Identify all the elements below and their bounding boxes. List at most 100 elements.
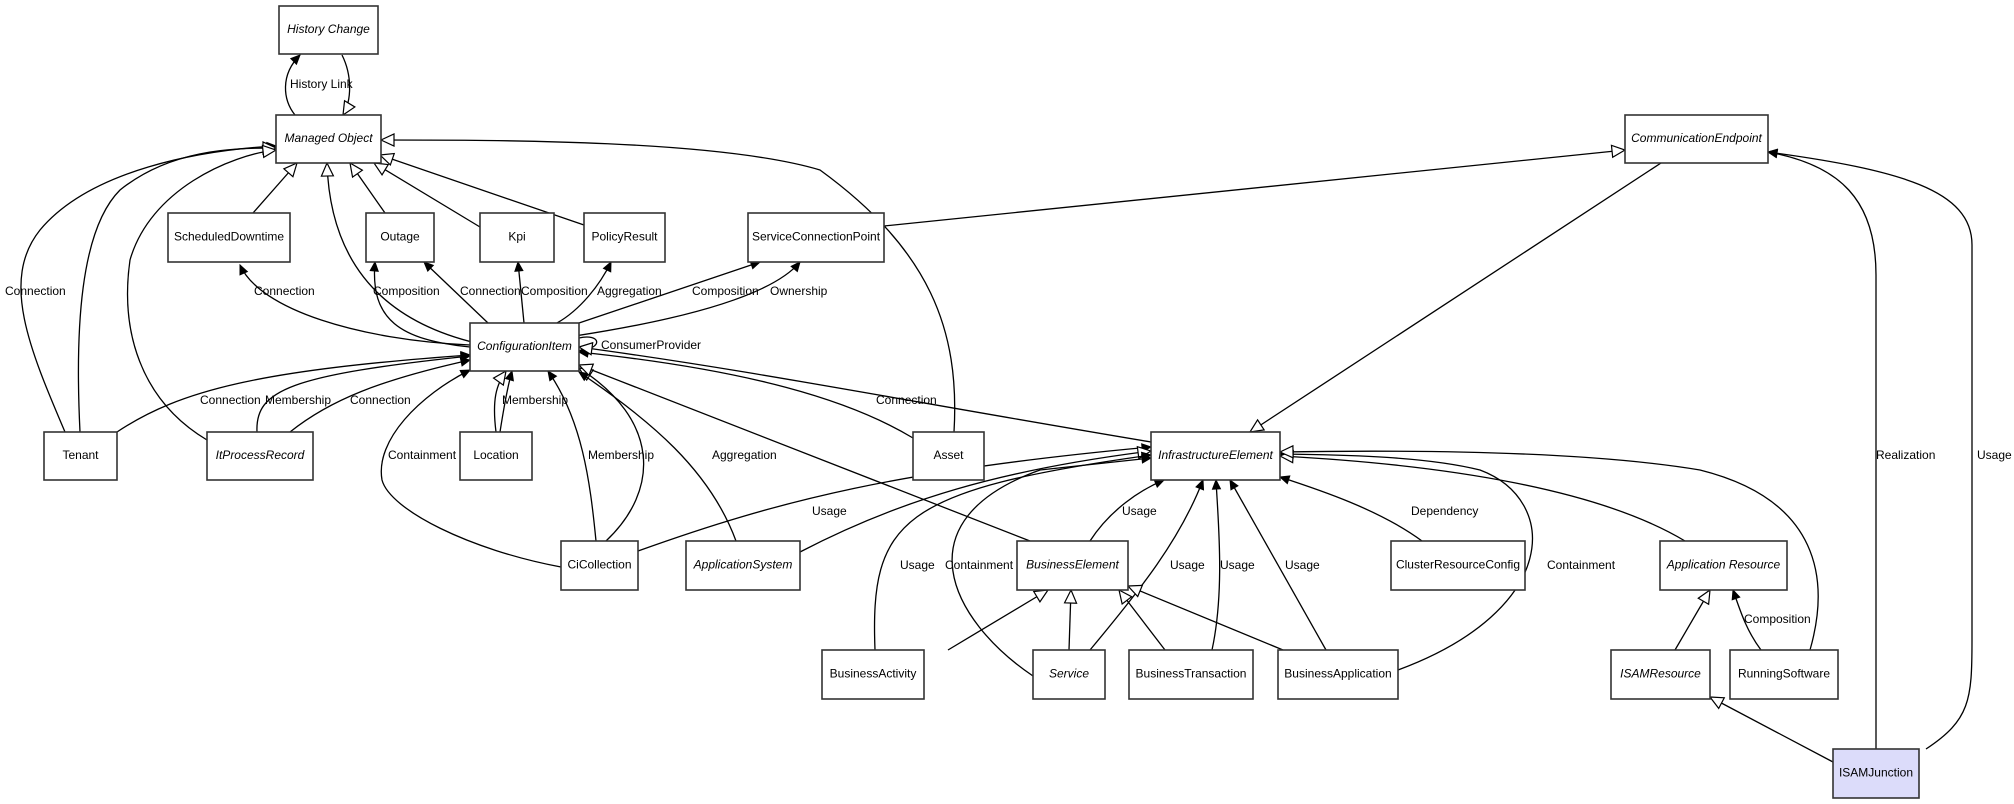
relation-generalization[interactable]: [320, 161, 477, 344]
class-box-application-system[interactable]: ApplicationSystem: [685, 540, 801, 591]
class-box-asset[interactable]: Asset: [912, 431, 985, 481]
relation-line[interactable]: [1767, 151, 1877, 749]
relation-generalization[interactable]: [349, 161, 386, 214]
relation-line[interactable]: [1279, 455, 1686, 542]
relation-association[interactable]: [423, 261, 489, 324]
relation-line[interactable]: [547, 370, 597, 542]
relation-line[interactable]: [326, 162, 477, 344]
relation-line[interactable]: [423, 261, 489, 324]
relation-association[interactable]: [951, 454, 1153, 677]
relation-generalization[interactable]: [126, 144, 278, 441]
relation-generalization[interactable]: [1248, 162, 1662, 433]
relation-association[interactable]: [1278, 475, 1423, 542]
relation-line[interactable]: [239, 264, 471, 346]
class-box-location[interactable]: Location: [459, 431, 533, 481]
relation-line[interactable]: [126, 149, 277, 441]
relation-generalization[interactable]: [1126, 584, 1284, 651]
class-box-managed-object[interactable]: Managed Object: [275, 114, 382, 164]
relation-line[interactable]: [380, 369, 562, 568]
relation-association[interactable]: [556, 260, 612, 324]
relation-association[interactable]: [1089, 478, 1205, 651]
relation-association[interactable]: [1089, 479, 1166, 542]
relation-generalization[interactable]: [1118, 588, 1166, 651]
relation-generalization[interactable]: [883, 144, 1627, 227]
class-box-business-transaction[interactable]: BusinessTransaction: [1128, 649, 1254, 700]
relation-line[interactable]: [578, 364, 1031, 542]
relation-association[interactable]: [499, 369, 514, 433]
class-box-ci-collection[interactable]: CiCollection: [560, 540, 639, 591]
relation-generalization[interactable]: [1708, 696, 1834, 763]
relation-generalization[interactable]: [492, 369, 507, 433]
relation-line[interactable]: [578, 367, 645, 542]
relation-generalization[interactable]: [1278, 449, 1686, 542]
class-box-it-process-record[interactable]: ItProcessRecord: [206, 431, 314, 481]
relation-line[interactable]: [1249, 162, 1662, 433]
relation-generalization[interactable]: [947, 589, 1050, 651]
relation-line[interactable]: [947, 589, 1049, 651]
relation-line[interactable]: [578, 346, 1152, 443]
relation-line[interactable]: [1279, 476, 1423, 542]
relation-association[interactable]: [1731, 588, 1762, 651]
relation-line[interactable]: [799, 450, 1152, 553]
relation-association[interactable]: [514, 260, 525, 324]
class-box-isam-resource[interactable]: ISAMResource: [1610, 649, 1711, 700]
class-box-kpi[interactable]: Kpi: [479, 212, 555, 263]
relation-generalization[interactable]: [1063, 588, 1078, 651]
relation-association[interactable]: [577, 371, 737, 542]
class-box-configuration-item[interactable]: ConfigurationItem: [469, 322, 580, 372]
relation-generalization[interactable]: [379, 133, 956, 433]
relation-generalization[interactable]: [252, 161, 298, 214]
relation-generalization[interactable]: [341, 54, 356, 117]
class-box-policy-result[interactable]: PolicyResult: [583, 212, 666, 263]
class-box-business-application[interactable]: BusinessApplication: [1277, 649, 1399, 700]
relation-association[interactable]: [1211, 478, 1222, 651]
class-box-scheduled-downtime[interactable]: ScheduledDowntime: [167, 212, 291, 263]
relation-line[interactable]: [1211, 479, 1221, 651]
relation-association[interactable]: [369, 260, 471, 348]
relation-association[interactable]: [577, 348, 914, 439]
relation-generalization[interactable]: [1674, 588, 1711, 651]
relation-association[interactable]: [380, 369, 562, 568]
relation-line[interactable]: [1709, 696, 1834, 763]
relation-line[interactable]: [373, 162, 481, 228]
relation-line[interactable]: [578, 261, 761, 324]
relation-line[interactable]: [637, 446, 1152, 552]
relation-generalization[interactable]: [577, 363, 1031, 542]
class-box-application-resource[interactable]: Application Resource: [1659, 540, 1788, 591]
relation-generalization[interactable]: [1278, 444, 1819, 651]
class-box-business-activity[interactable]: BusinessActivity: [821, 649, 925, 700]
relation-line[interactable]: [1089, 479, 1204, 651]
relation-line[interactable]: [1279, 450, 1819, 651]
class-box-communication-endpoint[interactable]: CommunicationEndpoint: [1624, 114, 1769, 164]
class-box-cluster-resource-config[interactable]: ClusterResourceConfig: [1390, 540, 1526, 591]
class-box-service[interactable]: Service: [1032, 649, 1106, 700]
relation-association[interactable]: [284, 54, 301, 116]
class-box-outage[interactable]: Outage: [365, 212, 435, 263]
relation-association[interactable]: [1229, 478, 1327, 651]
relation-line[interactable]: [1767, 151, 1973, 750]
relation-association[interactable]: [289, 357, 472, 433]
relation-line[interactable]: [77, 147, 277, 433]
relation-line[interactable]: [289, 359, 471, 433]
relation-line[interactable]: [20, 145, 277, 433]
class-box-infrastructure-element[interactable]: InfrastructureElement: [1150, 431, 1281, 481]
relation-line[interactable]: [883, 149, 1626, 227]
relation-line[interactable]: [256, 355, 471, 433]
relation-line[interactable]: [951, 457, 1152, 677]
relation-line[interactable]: [873, 454, 1152, 651]
relation-line[interactable]: [1127, 585, 1284, 651]
relation-association[interactable]: [547, 369, 597, 542]
relation-line[interactable]: [373, 261, 471, 348]
relation-generalization[interactable]: [77, 141, 278, 433]
class-box-isam-junction[interactable]: ISAMJunction: [1832, 748, 1920, 799]
relation-line[interactable]: [517, 261, 525, 324]
relation-line[interactable]: [380, 139, 956, 433]
relation-association[interactable]: [116, 350, 472, 433]
relation-association[interactable]: [239, 263, 471, 346]
relation-association[interactable]: [1766, 148, 1973, 750]
class-box-business-element[interactable]: BusinessElement: [1016, 540, 1129, 591]
relation-line[interactable]: [578, 371, 737, 542]
class-box-service-connection-point[interactable]: ServiceConnectionPoint: [747, 212, 885, 263]
relation-line[interactable]: [1229, 479, 1327, 651]
relation-generalization[interactable]: [577, 341, 1152, 443]
